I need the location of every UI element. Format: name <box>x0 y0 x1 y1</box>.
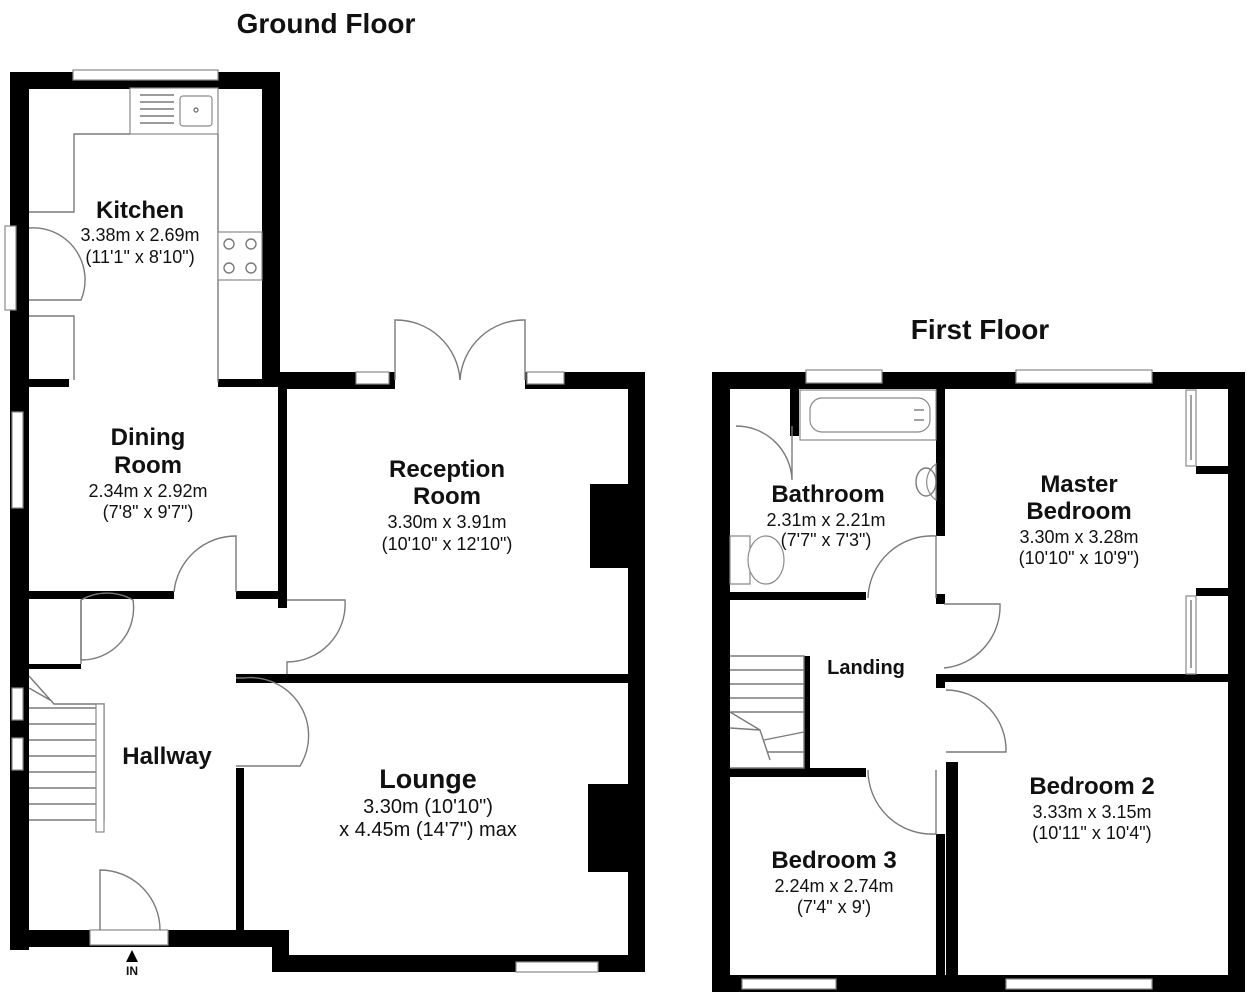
ground-floor-doors <box>80 535 346 931</box>
bedroom3-imperial: (7'4" x 9') <box>797 897 871 917</box>
bedroom2-imperial: (10'11" x 10'4") <box>1032 823 1151 843</box>
reception-french-doors <box>394 319 526 390</box>
first-floor-plan <box>712 369 1245 992</box>
bathroom-name: Bathroom <box>771 481 884 508</box>
hallway-name: Hallway <box>122 743 212 770</box>
bedroom3-metric: 2.24m x 2.74m <box>774 876 893 896</box>
master-name-line1: Master <box>1040 471 1117 498</box>
dining-metric: 2.34m x 2.92m <box>88 481 207 501</box>
ground-floor-plan: IN <box>4 69 645 978</box>
bedroom2-label: Bedroom 2 3.33m x 3.15m (10'11" x 10'4") <box>1029 773 1154 843</box>
dining-label: Dining Room 2.34m x 2.92m (7'8" x 9'7") <box>88 424 207 522</box>
bedroom3-name: Bedroom 3 <box>771 847 896 874</box>
kitchen-fittings <box>28 87 263 382</box>
reception-name-line2: Room <box>413 483 481 510</box>
lounge-label: Lounge 3.30m (10'10") x 4.45m (14'7") ma… <box>339 764 517 841</box>
bedroom3-label: Bedroom 3 2.24m x 2.74m (7'4" x 9') <box>771 847 896 917</box>
master-metric: 3.30m x 3.28m <box>1019 527 1138 547</box>
kitchen-name: Kitchen <box>96 197 184 224</box>
bathroom-metric: 2.31m x 2.21m <box>766 510 885 530</box>
kitchen-label: Kitchen 3.38m x 2.69m (11'1" x 8'10") <box>80 197 199 267</box>
master-wardrobes <box>1185 389 1197 675</box>
bathroom-label: Bathroom 2.31m x 2.21m (7'7" x 7'3") <box>766 481 885 550</box>
ground-floor-windows <box>4 69 599 973</box>
bathroom-imperial: (7'7" x 7'3") <box>781 530 872 550</box>
bedroom2-metric: 3.33m x 3.15m <box>1032 802 1151 822</box>
reception-label: Reception Room 3.30m x 3.91m (10'10" x 1… <box>382 456 513 554</box>
dining-name-line2: Room <box>114 452 182 479</box>
bedroom2-name: Bedroom 2 <box>1029 773 1154 800</box>
lounge-line2: x 4.45m (14'7") max <box>339 819 517 841</box>
first-floor-windows <box>741 369 1153 990</box>
hallway-stairs <box>28 675 105 833</box>
entrance-marker: IN <box>126 950 138 978</box>
dining-imperial: (7'8" x 9'7") <box>103 502 194 522</box>
master-imperial: (10'10" x 10'9") <box>1019 548 1140 568</box>
lounge-line1: 3.30m (10'10") <box>363 796 493 818</box>
kitchen-imperial: (11'1" x 8'10") <box>85 247 194 267</box>
lounge-name: Lounge <box>379 764 476 794</box>
reception-name-line1: Reception <box>389 456 505 483</box>
master-label: Master Bedroom 3.30m x 3.28m (10'10" x 1… <box>1019 471 1140 568</box>
first-floor-title: First Floor <box>911 314 1050 345</box>
master-name-line2: Bedroom <box>1026 498 1131 525</box>
kitchen-metric: 3.38m x 2.69m <box>80 225 199 245</box>
reception-metric: 3.30m x 3.91m <box>387 512 506 532</box>
dining-name-line1: Dining <box>111 424 186 451</box>
entrance-label: IN <box>126 964 138 978</box>
bathroom-fittings <box>729 389 937 585</box>
reception-imperial: (10'10" x 12'10") <box>382 534 513 554</box>
first-floor-doors <box>735 425 1007 835</box>
ground-floor-title: Ground Floor <box>237 8 416 39</box>
entrance-arrow-icon <box>126 950 138 962</box>
landing-stairs <box>729 655 805 769</box>
landing-name: Landing <box>827 657 905 679</box>
